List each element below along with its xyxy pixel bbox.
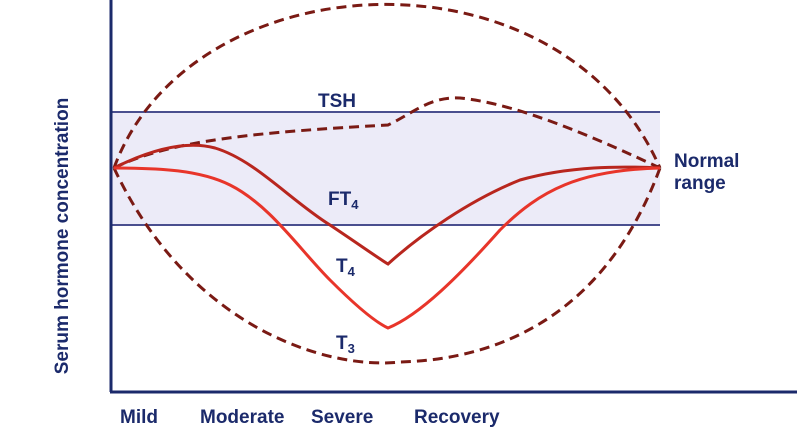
normal-range-label-line2: range: [674, 173, 726, 194]
phase-label-mild: Mild: [120, 407, 158, 428]
normal-range-label-line1: Normal: [674, 151, 739, 172]
phase-label-severe: Severe: [311, 407, 373, 428]
t4-label: T4: [336, 256, 356, 279]
t4-label-main: T: [336, 256, 348, 277]
ft4-solid-curve: [113, 143, 661, 266]
t3-label: T3: [336, 333, 355, 356]
tsh-dashed-curve: [113, 96, 661, 170]
upper-envelope-dashed-curve: [112, 2, 662, 169]
ft4-label-main: FT: [328, 189, 352, 210]
normal-range-band: [112, 112, 660, 225]
ft4-label: FT4: [328, 189, 359, 212]
t4-label-subscript: 4: [348, 264, 356, 279]
t4-solid-curve: [113, 166, 661, 330]
t3-dashed-curve: [112, 167, 662, 365]
tsh-label: TSH: [318, 91, 356, 112]
t3-label-main: T: [336, 333, 348, 354]
t3-label-subscript: 3: [348, 341, 355, 356]
y-axis-label: Serum hormone concentration: [52, 98, 73, 375]
phase-label-recovery: Recovery: [414, 407, 500, 428]
phase-label-moderate: Moderate: [200, 407, 284, 428]
ft4-label-subscript: 4: [351, 197, 359, 212]
